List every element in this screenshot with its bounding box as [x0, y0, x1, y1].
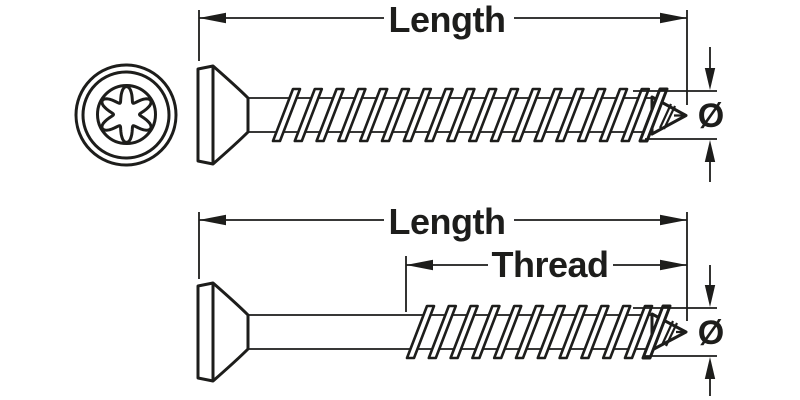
torx-drive-icon — [100, 85, 153, 144]
length-label-top: Length — [389, 0, 506, 40]
thread-crest — [271, 87, 302, 143]
arrowhead-right-icon — [660, 259, 687, 271]
thread-crest — [337, 87, 367, 143]
thread-crest — [514, 304, 545, 360]
thread-crest — [601, 304, 632, 360]
arrowhead-left-icon — [406, 259, 433, 271]
thread-crest — [536, 304, 567, 360]
thread-crest — [424, 87, 454, 143]
extension-lines — [633, 90, 717, 140]
length-label-bottom: Length — [389, 201, 506, 242]
thread-crest — [555, 87, 585, 143]
tip-thread-detail — [659, 103, 685, 130]
thread-crest — [489, 87, 520, 143]
arrowhead-up-icon — [704, 357, 716, 379]
thread-crest — [598, 87, 629, 143]
length-dimension-top: Length — [198, 0, 688, 105]
thread-crest — [580, 304, 610, 360]
thread-crest — [511, 87, 542, 143]
thread-crest — [293, 87, 324, 143]
thread-crest — [467, 87, 498, 143]
diameter-dimension-bottom: Ø — [633, 265, 724, 396]
thread-crests-bottom — [405, 304, 654, 360]
torx-head-view — [74, 63, 178, 167]
diameter-dimension-top: Ø — [633, 47, 724, 182]
thread-crest — [446, 87, 476, 143]
thread-dimension: Thread — [405, 244, 687, 312]
countersunk-head — [196, 281, 250, 383]
extension-lines — [633, 307, 717, 357]
length-dimension-bottom: Length — [198, 201, 688, 321]
thread-crest — [623, 304, 654, 360]
thread-crest — [427, 304, 458, 360]
thread-crest — [471, 304, 501, 360]
thread-crest — [380, 87, 411, 143]
head-rim-circle — [81, 70, 171, 160]
thread-crest — [641, 304, 672, 360]
partially-threaded-screw — [196, 281, 688, 383]
thread-crest — [492, 304, 523, 360]
arrowhead-left-icon — [199, 214, 226, 226]
arrowhead-left-icon — [199, 12, 226, 24]
arrowhead-right-icon — [660, 12, 687, 24]
thread-crest — [405, 304, 436, 360]
thread-label: Thread — [491, 244, 608, 285]
fully-threaded-screw — [196, 64, 688, 166]
extension-lines — [198, 212, 688, 321]
arrowhead-right-icon — [660, 214, 687, 226]
arrowhead-down-icon — [704, 285, 716, 307]
thread-crest — [576, 87, 607, 143]
thread-crest — [402, 87, 433, 143]
thread-crest — [449, 304, 479, 360]
head-outer-circle — [74, 63, 178, 167]
thread-crest — [315, 87, 345, 143]
thread-crest — [533, 87, 563, 143]
thread-crests-top — [271, 87, 651, 143]
diameter-label-top: Ø — [698, 97, 724, 135]
arrowhead-up-icon — [704, 140, 716, 162]
arrowhead-down-icon — [704, 68, 716, 90]
thread-crest — [620, 87, 651, 143]
tip-thread-detail — [661, 320, 685, 347]
diameter-label-bottom: Ø — [698, 314, 724, 352]
torx-recess-circle — [96, 84, 157, 145]
countersunk-head — [196, 64, 250, 166]
thread-crest — [358, 87, 389, 143]
thread-crest — [558, 304, 588, 360]
thread-crest — [638, 87, 669, 143]
